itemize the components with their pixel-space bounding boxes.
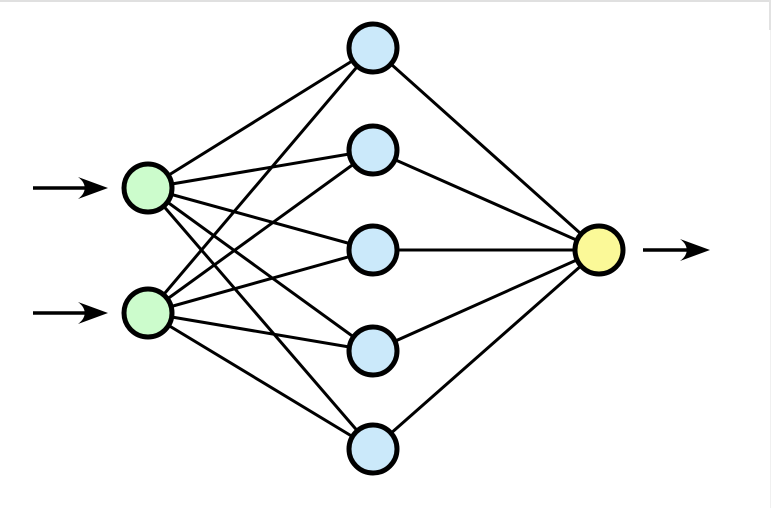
edge-input-layer-2-to-hidden-layer-1 xyxy=(146,47,375,314)
edge-hidden-layer-1-to-output-layer-1 xyxy=(372,46,600,252)
input-layer-node-1 xyxy=(121,161,175,215)
hidden-layer-node-1 xyxy=(346,21,400,75)
window-right-edge-top xyxy=(769,0,771,30)
input-arrow-1-head-icon xyxy=(78,177,108,199)
hidden-layer-node-2 xyxy=(346,123,400,177)
input-arrow-2-head-icon xyxy=(78,302,108,324)
edge-hidden-layer-2-to-output-layer-1 xyxy=(372,148,600,252)
output-arrow-head-icon xyxy=(680,239,710,261)
hidden-layer-node-3 xyxy=(346,223,400,277)
edge-input-layer-2-to-hidden-layer-5 xyxy=(147,311,374,451)
window-top-edge xyxy=(0,0,771,2)
edge-hidden-layer-4-to-output-layer-1 xyxy=(372,248,600,353)
edge-input-layer-1-to-hidden-layer-4 xyxy=(147,186,374,353)
edge-input-layer-1-to-hidden-layer-5 xyxy=(146,187,375,450)
input-layer-node-2 xyxy=(121,286,175,340)
edge-input-layer-1-to-hidden-layer-2 xyxy=(147,148,374,190)
edge-input-layer-1-to-hidden-layer-3 xyxy=(147,186,374,252)
edge-input-layer-2-to-hidden-layer-3 xyxy=(147,248,374,315)
hidden-layer-node-4 xyxy=(346,324,400,378)
edge-input-layer-2-to-hidden-layer-4 xyxy=(147,311,374,353)
edge-input-layer-2-to-hidden-layer-2 xyxy=(147,148,374,315)
output-layer-node-1 xyxy=(572,223,626,277)
edge-hidden-layer-5-to-output-layer-1 xyxy=(372,248,600,451)
hidden-layer-node-5 xyxy=(346,422,400,476)
edge-input-layer-1-to-hidden-layer-1 xyxy=(147,46,374,190)
